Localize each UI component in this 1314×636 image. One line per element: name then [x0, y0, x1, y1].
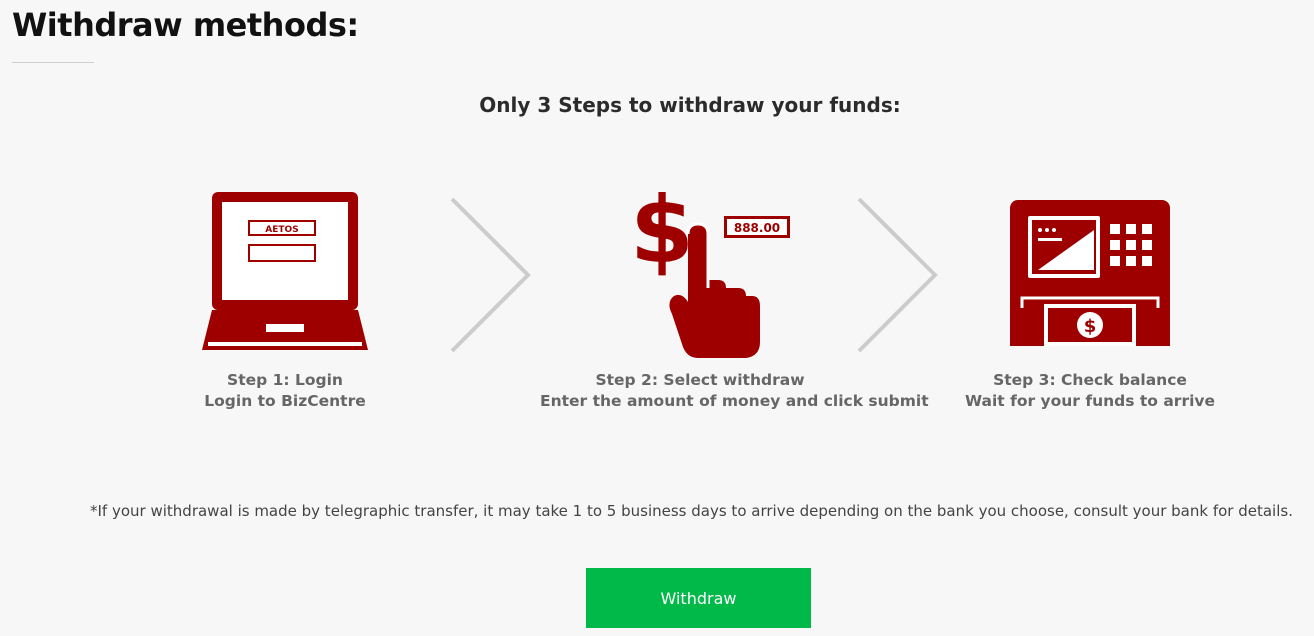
step-3: $ Step 3: Check balance Wait for your fu…: [930, 182, 1250, 410]
step-2-description: Enter the amount of money and click subm…: [540, 392, 929, 410]
step-1-description: Login to BizCentre: [204, 392, 366, 410]
dollar-hand-icon: $ 888.00: [630, 182, 790, 358]
step-2-title: Step 2: Select withdraw: [595, 371, 805, 389]
chevron-right-icon: [857, 197, 938, 353]
screen-username-text: AETOS: [265, 225, 298, 235]
chevron-right-icon: [450, 197, 531, 353]
atm-dollar-icon: $: [1084, 316, 1097, 337]
atm-icon: $: [1010, 200, 1170, 346]
step-3-title: Step 3: Check balance: [993, 371, 1187, 389]
amount-display: 888.00: [734, 221, 780, 235]
page-title: Withdraw methods:: [12, 6, 359, 44]
title-divider: [12, 62, 94, 63]
laptop-login-icon: AETOS: [202, 192, 368, 350]
transfer-note: *If your withdrawal is made by telegraph…: [90, 502, 1293, 520]
step-1-title: Step 1: Login: [227, 371, 343, 389]
withdraw-button[interactable]: Withdraw: [586, 568, 811, 628]
step-1-caption: Step 1: Login Login to BizCentre: [125, 370, 445, 412]
dollar-sign-icon: $: [630, 182, 694, 284]
step-2-caption: Step 2: Select withdraw Enter the amount…: [540, 370, 929, 412]
step-3-caption: Step 3: Check balance Wait for your fund…: [930, 370, 1250, 412]
step-2: $ 888.00 Step 2: Select withdraw Enter t…: [540, 182, 929, 410]
step-3-description: Wait for your funds to arrive: [964, 392, 1216, 410]
step-1: AETOS Step 1: Login Login to BizCentre: [125, 182, 445, 410]
steps-subtitle: Only 3 Steps to withdraw your funds:: [479, 93, 901, 117]
